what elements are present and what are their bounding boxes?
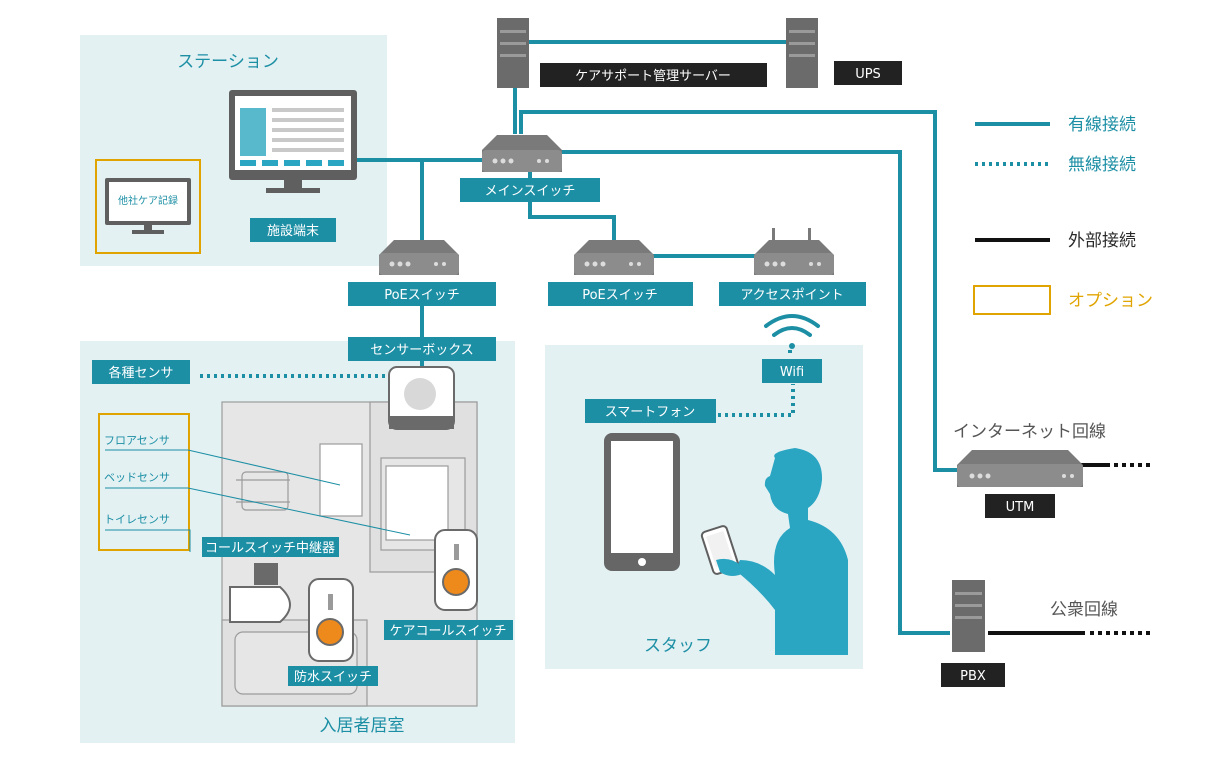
legend <box>973 122 1051 315</box>
ups-label: UPS <box>855 67 881 82</box>
call-switch-relay-icon <box>254 563 278 585</box>
label-boxes <box>92 178 866 686</box>
waterproof-switch-label: 防水スイッチ <box>294 669 372 685</box>
poe-switch-1-icon <box>379 240 459 275</box>
access-point-label: アクセスポイント <box>740 288 843 303</box>
pbx-label: PBX <box>960 669 986 684</box>
sensor-box-label: センサーボックス <box>370 343 474 358</box>
toilet-icon <box>229 586 291 623</box>
call-switch-relay-label: コールスイッチ中継器 <box>205 541 335 556</box>
other-care-record-label: 他社ケア記録 <box>118 194 178 207</box>
sensor-pointer-lines <box>105 449 411 552</box>
wired-lines <box>278 40 958 635</box>
sensor-box-icon <box>388 366 455 430</box>
legend-option-swatch <box>973 285 1051 315</box>
monitor-icon <box>229 90 357 193</box>
waterproof-switch-icon <box>308 578 354 662</box>
utm-label: UTM <box>1006 500 1035 515</box>
server-icon <box>497 18 529 88</box>
bed-sensor-label: ベッドセンサ <box>104 471 170 484</box>
terminal-label: 施設端末 <box>267 223 319 239</box>
internet-line-label: インターネット回線 <box>953 422 1106 442</box>
various-sensors-label: 各種センサ <box>108 365 173 381</box>
public-line-label: 公衆回線 <box>1050 600 1118 620</box>
main-switch-label: メインスイッチ <box>485 184 576 199</box>
wifi-label: Wifi <box>780 365 804 380</box>
room-title: 入居者居室 <box>320 716 405 736</box>
staff-person-icon <box>735 448 848 655</box>
wifi-icon <box>764 314 820 349</box>
other-care-record-option <box>95 159 201 254</box>
sensor-option-box <box>98 413 190 551</box>
poe-switch-1-label: PoEスイッチ <box>384 288 460 303</box>
ups-server-icon <box>786 18 818 88</box>
legend-wireless-label: 無線接続 <box>1068 155 1136 175</box>
poe-switch-2-label: PoEスイッチ <box>582 288 658 303</box>
small-monitor-icon <box>105 178 191 234</box>
utm-icon <box>957 450 1083 487</box>
smartphone-label: スマートフォン <box>605 405 696 420</box>
dark-label-boxes <box>540 61 1055 687</box>
toilet-sensor-label: トイレセンサ <box>104 513 170 526</box>
poe-switch-2-icon <box>574 240 654 275</box>
floor-sensor-label: フロアセンサ <box>104 434 170 447</box>
legend-external-label: 外部接続 <box>1068 231 1136 251</box>
care-server-label: ケアサポート管理サーバー <box>575 69 731 84</box>
care-call-switch-label: ケアコールスイッチ <box>389 624 506 639</box>
main-switch-icon <box>482 135 562 172</box>
legend-option-label: オプション <box>1068 291 1153 311</box>
staff-title: スタッフ <box>644 636 712 656</box>
care-call-switch-icon <box>434 529 478 611</box>
tablet-icon <box>604 433 680 571</box>
pbx-server-icon <box>952 580 985 652</box>
access-point-icon <box>754 228 834 275</box>
external-lines <box>988 463 1150 635</box>
station-title: ステーション <box>177 52 279 72</box>
legend-wired-label: 有線接続 <box>1068 115 1136 135</box>
smartphone-icon <box>700 525 746 576</box>
